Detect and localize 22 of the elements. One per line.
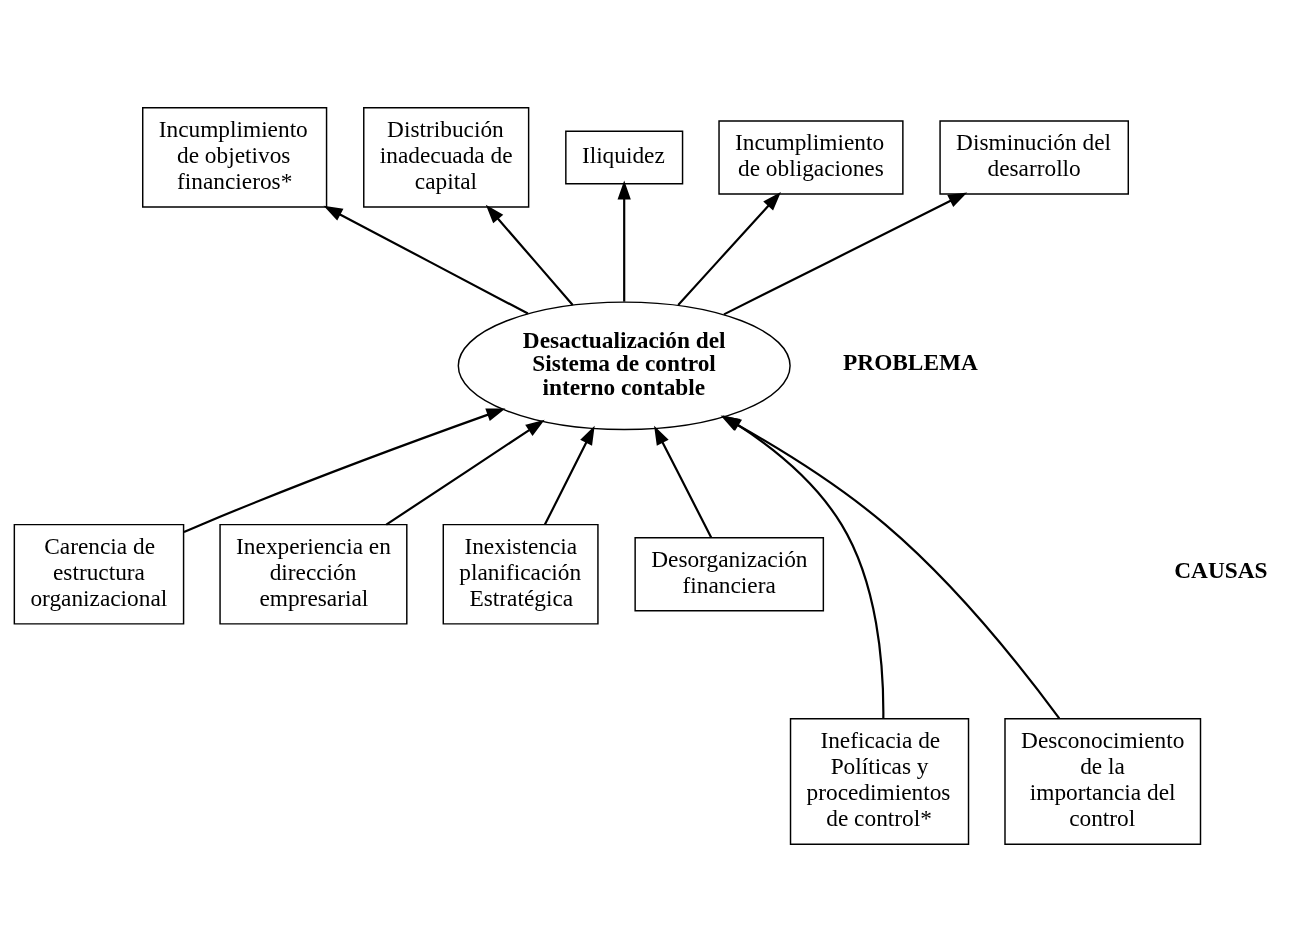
arrow — [385, 419, 545, 526]
node-box: Carencia de estructura organizacional — [13, 523, 185, 625]
label: PROBLEMA — [843, 348, 978, 375]
node-box: Iliquidez — [565, 129, 684, 184]
arrow — [723, 191, 968, 315]
node-box: Inexperiencia en dirección empresarial — [219, 523, 408, 625]
arrow — [183, 407, 506, 533]
arrow — [654, 425, 713, 538]
node-box: Desconocimiento de la importancia del control — [1004, 717, 1202, 845]
arrow — [485, 204, 574, 306]
arrow — [323, 205, 529, 315]
node-box: Inexistencia planificación Estratégica — [442, 523, 599, 625]
arrow — [543, 425, 595, 525]
node-box: Incumplimiento de obligaciones — [718, 119, 904, 195]
node-box: Desorganización financiera — [634, 536, 825, 611]
label: CAUSAS — [1174, 556, 1268, 583]
node-box: Disminución del desarrollo — [939, 119, 1129, 195]
node-box: Incumplimiento de objetivos financieros* — [142, 106, 328, 208]
node-box: Distribución inadecuada de capital — [363, 106, 530, 208]
arrow — [677, 191, 781, 306]
arrow — [617, 180, 631, 302]
node-box: Ineficacia de Políticas y procedimientos de control* — [789, 717, 970, 845]
